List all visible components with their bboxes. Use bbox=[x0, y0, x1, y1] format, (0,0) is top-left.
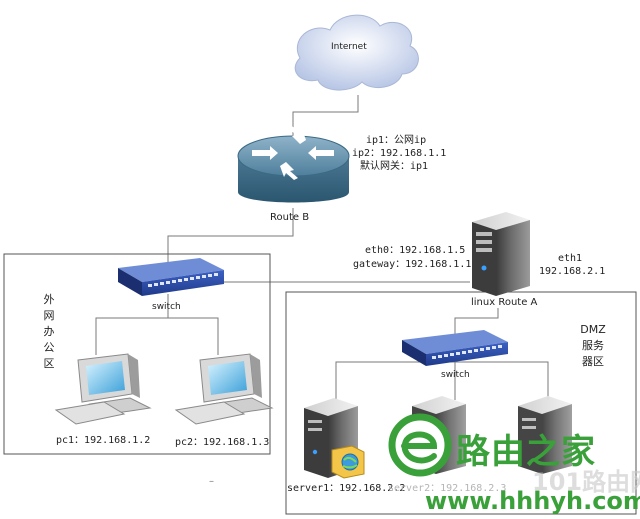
linux-eth1-label: eth1 bbox=[558, 253, 583, 264]
link-linux-dmzswitch bbox=[454, 308, 499, 335]
link-switch-pc1 bbox=[95, 317, 168, 355]
connection-lines bbox=[95, 95, 549, 400]
dash-mark: – bbox=[209, 476, 214, 487]
switch-dmz-label: switch bbox=[441, 370, 470, 380]
zone-dmz-label: DMZ服务器区 bbox=[580, 323, 606, 368]
switch-dmz-icon bbox=[402, 330, 508, 366]
pc1-icon bbox=[54, 353, 152, 425]
router-b-info-gateway: 默认网关：ip1 bbox=[360, 161, 429, 172]
link-internet-router bbox=[292, 95, 359, 138]
watermark-url: www.hhhyh.com bbox=[425, 487, 640, 515]
linux-server-icon bbox=[472, 212, 530, 296]
pc2-label: pc2：192.168.1.3 bbox=[175, 437, 270, 448]
server2-label: server2：192.168.2.3 bbox=[388, 483, 507, 494]
link-switch-pc2 bbox=[167, 294, 219, 355]
router-b-label: Route B bbox=[270, 212, 310, 223]
pc2-icon bbox=[174, 353, 274, 425]
zone-box-outer bbox=[3, 253, 271, 455]
router-b-info-ip2: ip2：192.168.1.1 bbox=[352, 148, 447, 159]
link-dmzswitch-server3 bbox=[455, 361, 549, 400]
zone-box-dmz bbox=[285, 291, 637, 515]
internet-cloud-icon bbox=[294, 14, 419, 91]
watermark-faded: 101路由网 bbox=[532, 468, 640, 496]
linux-eth0-line: eth0：192.168.1.5 bbox=[365, 245, 466, 256]
pc1-label: pc1：192.168.1.2 bbox=[56, 435, 151, 446]
watermark-brand: 路由之家 bbox=[456, 432, 596, 472]
linux-router-label: linux Route A bbox=[471, 297, 538, 308]
server3-icon bbox=[518, 396, 572, 474]
internet-label: Internet bbox=[331, 42, 367, 52]
router-b-info-ip1: ip1：公网ip bbox=[366, 135, 427, 146]
globe-folder-icon bbox=[331, 445, 365, 479]
link-router-switch bbox=[167, 208, 294, 262]
switch-outer-icon bbox=[118, 258, 224, 296]
zone-outer-office-label: 外网办公区 bbox=[43, 293, 55, 370]
watermark-logo-icon bbox=[388, 413, 452, 477]
server1-label: server1：192.168.2.2 bbox=[287, 483, 406, 494]
linux-eth1-ip: 192.168.2.1 bbox=[539, 266, 606, 277]
switch-outer-label: switch bbox=[152, 302, 181, 312]
router-b-icon bbox=[237, 126, 350, 203]
linux-gateway-line: gateway：192.168.1.1 bbox=[353, 259, 472, 270]
server1-icon bbox=[304, 398, 365, 479]
link-dmzswitch-server1 bbox=[335, 361, 455, 400]
